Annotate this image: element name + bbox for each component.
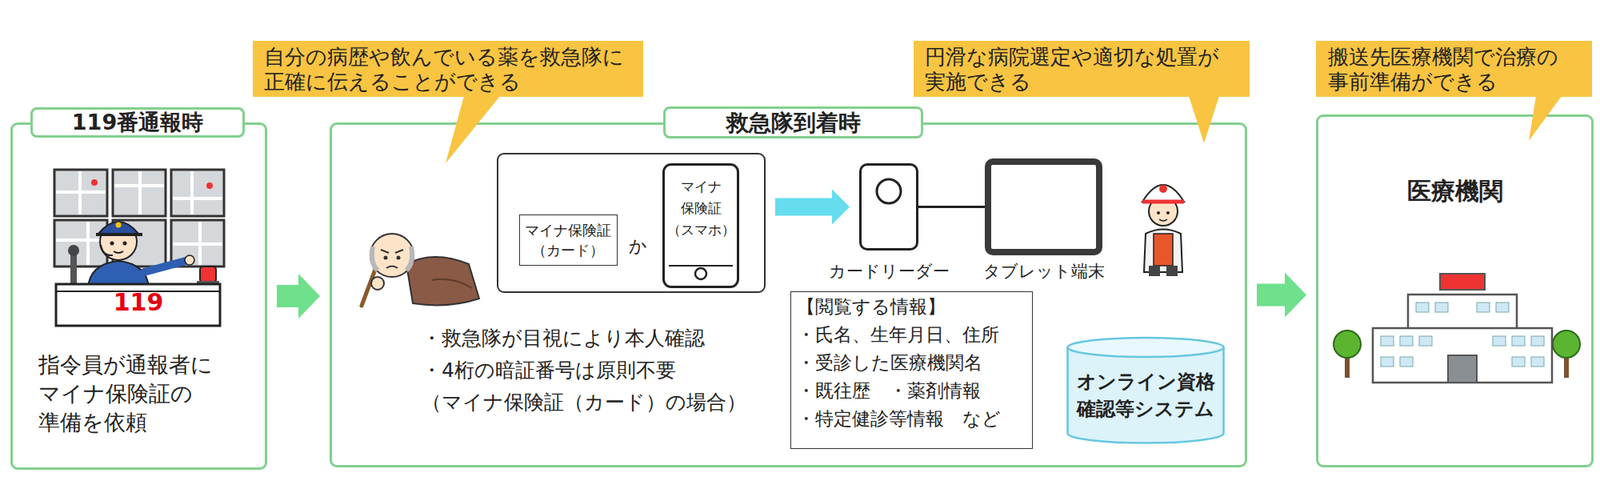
reader-slot xyxy=(876,179,901,204)
conjunction-text: か xyxy=(628,235,648,258)
info-item: ・受診した医療機関名 xyxy=(796,348,983,377)
card-box: マイナ保険証 （カード） xyxy=(519,214,618,266)
card-reader: カードリーダー xyxy=(859,163,919,251)
tablet-device: タブレット端末 xyxy=(984,158,1103,256)
hospital-illustration xyxy=(1333,273,1580,383)
callout-bubble: 円滑な病院選定や適切な処置が 実施できる xyxy=(913,40,1250,97)
card-group-box: かマイナ保険証 （カード） マイナ 保険証 （スマホ） xyxy=(496,152,766,293)
paramedic-illustration xyxy=(1142,184,1184,276)
phone-shape: マイナ 保険証 （スマホ） xyxy=(662,163,740,288)
stage-heading: 救急隊到着時 xyxy=(663,106,924,139)
callout-bubble: 自分の病歴や飲んでいる薬を救急隊に 正確に伝えることができる xyxy=(252,40,644,97)
device-label: タブレット端末 xyxy=(968,260,1120,282)
elderly-person-illustration xyxy=(361,233,480,306)
flow-arrow xyxy=(775,189,850,225)
phone-text: マイナ 保険証 （スマホ） xyxy=(664,176,737,241)
stage-heading: 医療機関 xyxy=(1316,176,1594,207)
bullet-text: ・救急隊が目視により本人確認 xyxy=(421,322,705,355)
stage-box: 医療機関 xyxy=(1316,114,1594,468)
device-label: カードリーダー xyxy=(816,260,962,282)
callout-text: 搬送先医療機関で治療の 事前準備ができる xyxy=(1328,44,1586,95)
flow-arrow xyxy=(1256,272,1307,318)
database-cylinder: オンライン資格 確認等システム xyxy=(1066,336,1225,444)
flow-arrow xyxy=(276,273,320,319)
dispatcher-illustration xyxy=(54,169,224,326)
stage-box: 119番通報時指令員が通報者に マイナ保険証の 準備を依頼 xyxy=(10,122,268,470)
stage-box: 救急隊到着時・救急隊が目視により本人確認・4桁の暗証番号は原則不要 （マイナ保険… xyxy=(329,122,1248,468)
database-text: オンライン資格 確認等システム xyxy=(1069,368,1222,423)
bullet-text: ・4桁の暗証番号は原則不要 （マイナ保険証（カード）の場合） xyxy=(421,354,758,419)
callout-text: 円滑な病院選定や適切な処置が 実施できる xyxy=(924,44,1245,95)
phone-button xyxy=(668,265,733,280)
callout-bubble: 搬送先医療機関で治療の 事前準備ができる xyxy=(1316,40,1592,97)
stage-heading: 119番通報時 xyxy=(30,107,245,138)
callout-text: 自分の病歴や飲んでいる薬を救急隊に 正確に伝えることができる xyxy=(264,44,628,95)
card-text: マイナ保険証 （カード） xyxy=(520,220,616,260)
info-box: 【閲覧する情報】・氏名、生年月日、住所・受診した医療機関名・既往歴 ・薬剤情報・… xyxy=(790,291,1033,449)
info-item: ・特定健診等情報 など xyxy=(796,404,1001,433)
info-item: ・既往歴 ・薬剤情報 xyxy=(796,376,981,405)
stage-body: 指令員が通報者に マイナ保険証の 準備を依頼 xyxy=(38,350,224,437)
info-heading: 【閲覧する情報】 xyxy=(796,292,946,321)
connector-line xyxy=(918,206,985,208)
info-item: ・氏名、生年月日、住所 xyxy=(796,320,1000,349)
